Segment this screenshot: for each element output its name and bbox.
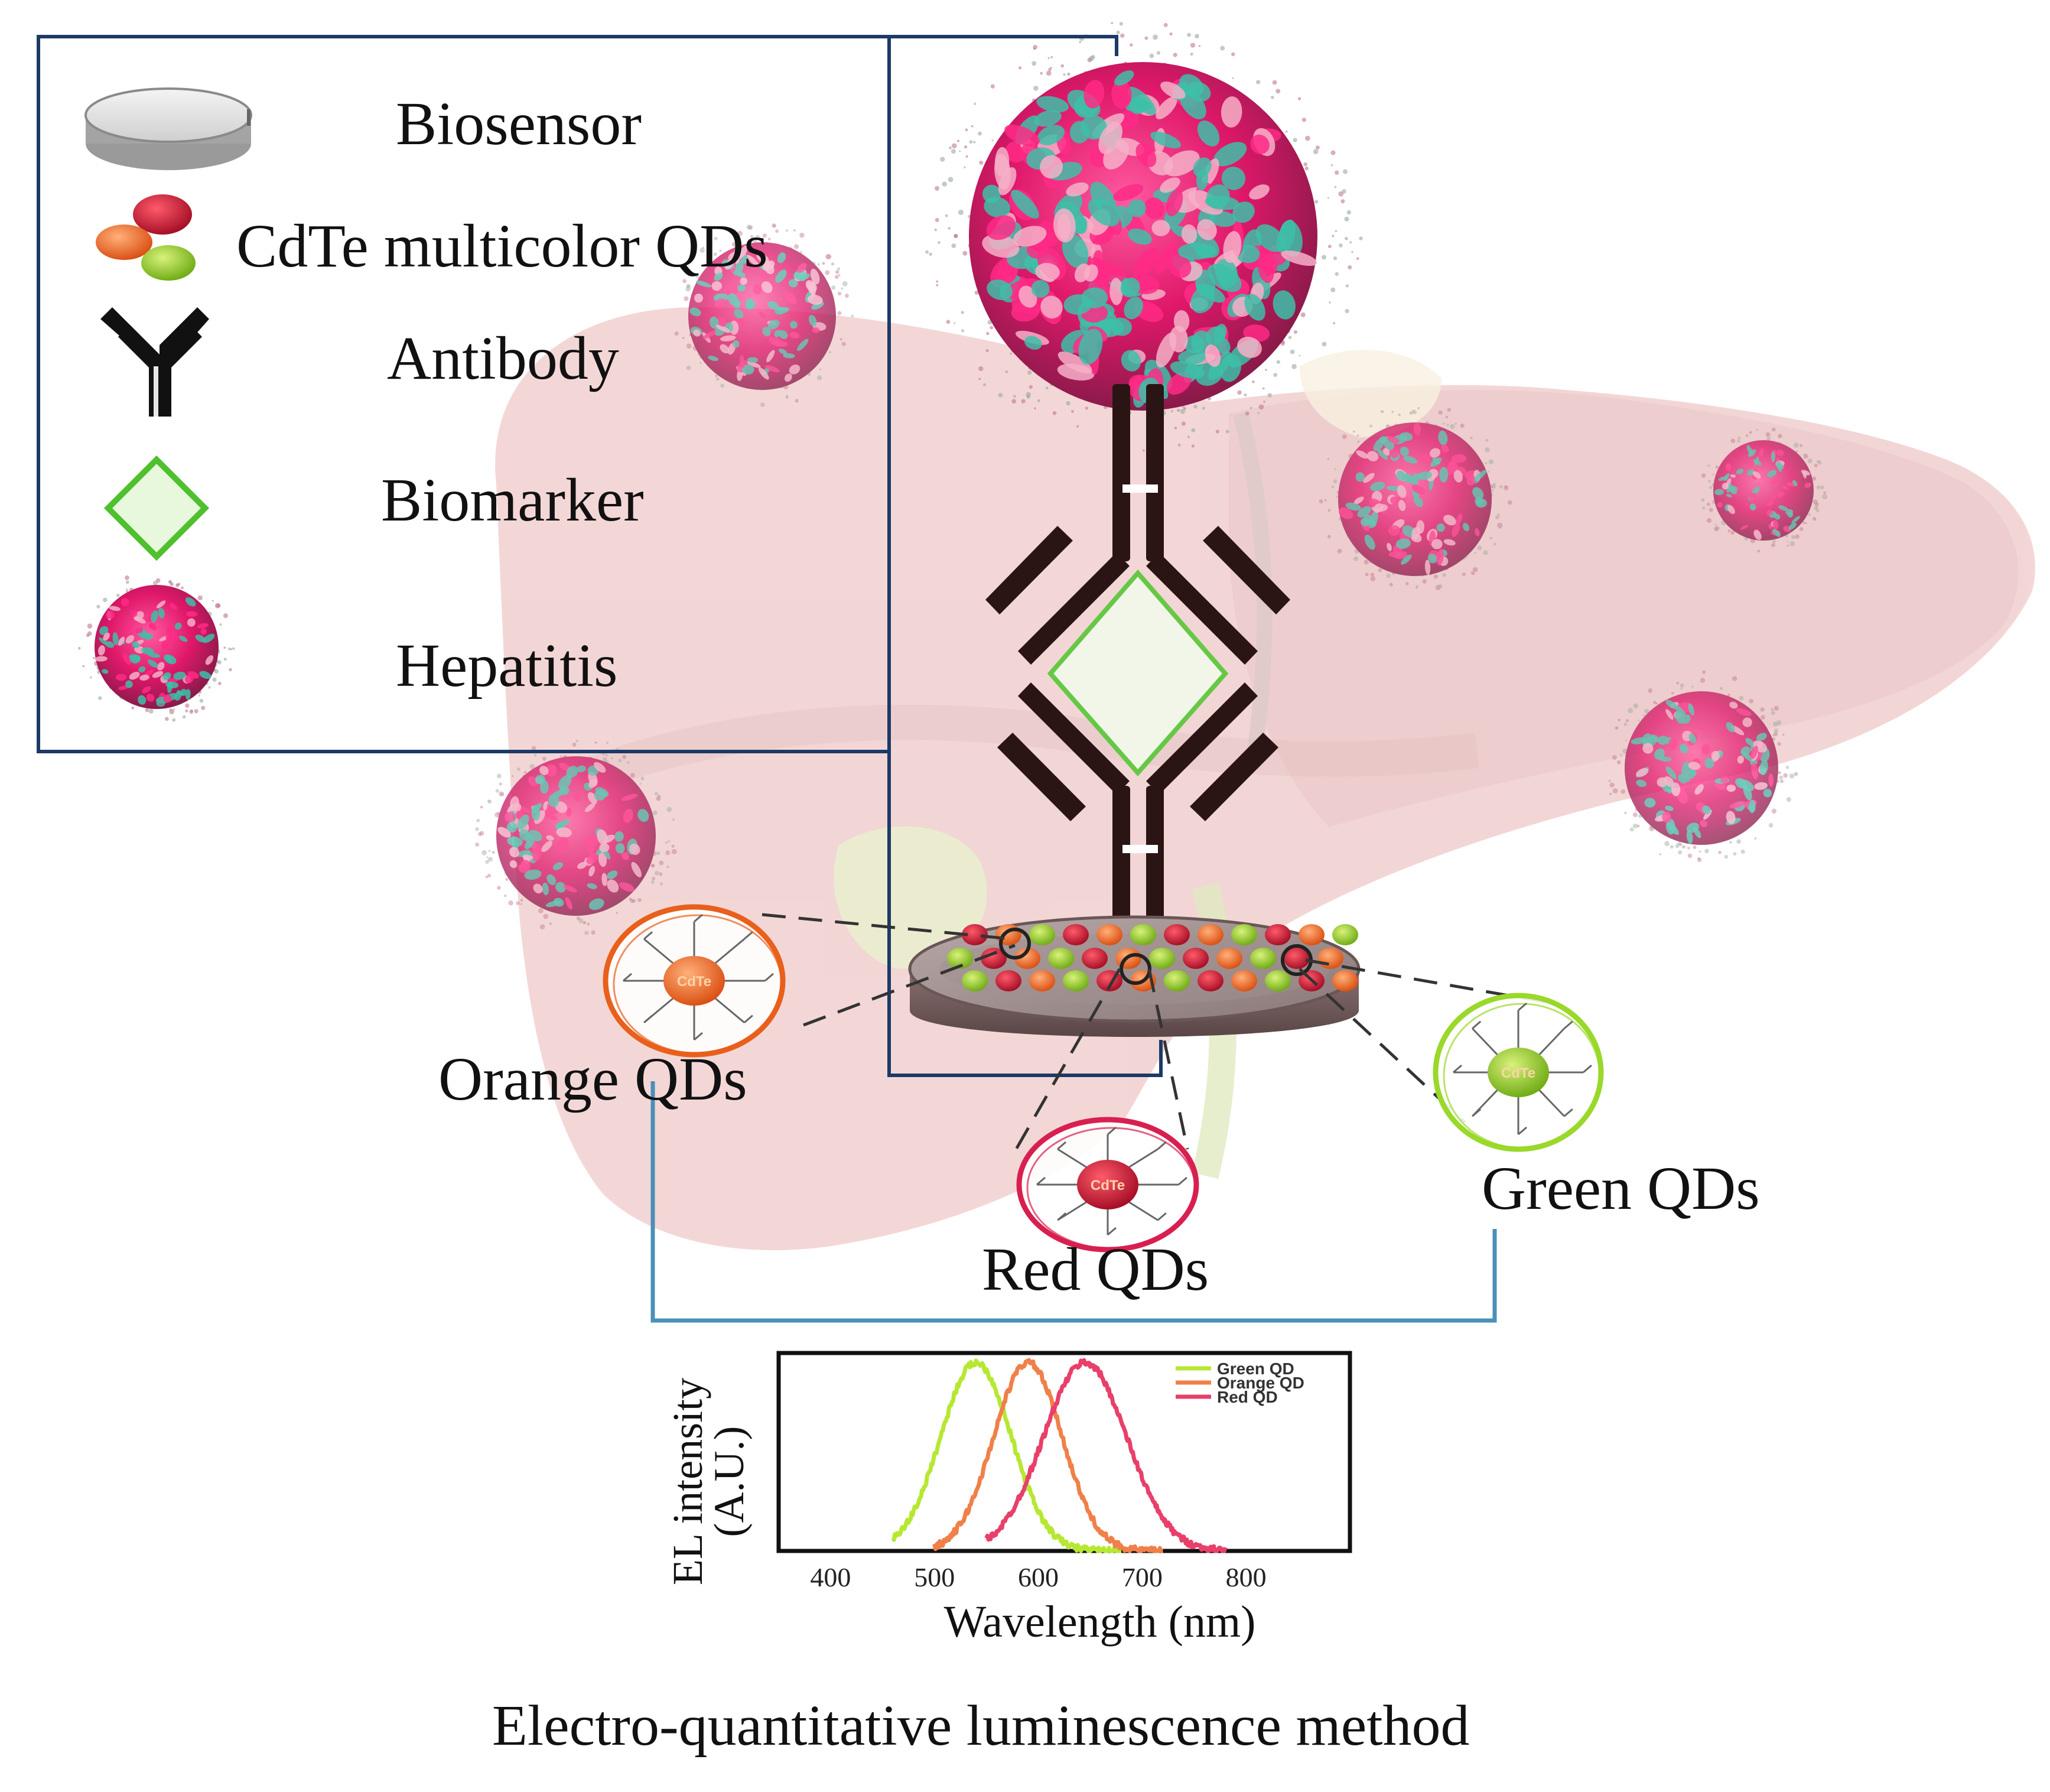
chart-legend-item-2: Orange QD xyxy=(1176,1374,1304,1392)
diagram-caption: Electro-quantitative luminescence method xyxy=(492,1694,1470,1758)
disc-qd xyxy=(1063,970,1089,991)
disc-qd xyxy=(1164,970,1190,991)
disc-qd xyxy=(1198,970,1224,991)
hepatitis-virus-legend xyxy=(78,575,235,722)
disc-qd xyxy=(947,948,973,969)
hepatitis-virus-bg-5 xyxy=(475,740,677,935)
green-qd-callout-particle-label: CdTe xyxy=(1501,1065,1535,1081)
disc-qd xyxy=(995,970,1021,991)
x-tick-label-700: 700 xyxy=(1122,1562,1163,1592)
legend-label-biomarker: Biomarker xyxy=(381,466,644,534)
green-qd-callout: CdTe xyxy=(1433,993,1604,1152)
multicolor-qd-icon xyxy=(96,194,196,281)
disc-qd xyxy=(1265,970,1291,991)
hepatitis-virus-bg-2 xyxy=(1319,407,1512,590)
red-qd-callout: CdTe xyxy=(1016,1117,1199,1253)
chart-legend-item-3: Red QD xyxy=(1176,1388,1278,1406)
hepatitis-virus-main xyxy=(925,22,1363,454)
x-tick-label-800: 800 xyxy=(1226,1562,1267,1592)
orange-qds-label: Orange QDs xyxy=(438,1045,747,1113)
frame-lines xyxy=(37,35,1163,1077)
center-frame xyxy=(887,35,1163,1077)
svg-text:Orange QD: Orange QD xyxy=(1217,1374,1304,1392)
disc-qd xyxy=(962,924,988,945)
svg-text:Red QD: Red QD xyxy=(1217,1388,1278,1406)
disc-qd xyxy=(1149,948,1175,969)
y-axis-label: EL intensity(A.U.) xyxy=(664,1378,753,1585)
biosensor-disc-icon xyxy=(84,87,252,170)
green-qds-label: Green QDs xyxy=(1482,1154,1760,1222)
disc-qd xyxy=(1063,924,1089,945)
svg-text:Green QD: Green QD xyxy=(1217,1360,1294,1378)
liver-fold-highlight xyxy=(1300,350,1441,437)
disc-qd xyxy=(1332,924,1358,945)
series-orange-qd xyxy=(932,1358,1164,1553)
y-axis-label-line-1: EL intensity xyxy=(664,1378,711,1585)
disc-qd xyxy=(1231,924,1257,945)
disc-qd xyxy=(1265,924,1291,945)
disc-qd xyxy=(1164,924,1190,945)
orange-qd-callout: CdTe xyxy=(603,904,786,1058)
hepatitis-virus-icon xyxy=(78,575,235,722)
chart-bracket xyxy=(650,1081,1497,1323)
disc-qd xyxy=(1183,948,1209,969)
callout-lines xyxy=(762,913,1560,1150)
x-tick-label-600: 600 xyxy=(1018,1562,1059,1592)
orange-qd-callout-particle-label: CdTe xyxy=(677,974,711,990)
disc-qd xyxy=(981,948,1007,969)
red-qds-label: Red QDs xyxy=(982,1235,1209,1303)
x-tick-label-500: 500 xyxy=(914,1562,955,1592)
disc-qd xyxy=(1198,924,1224,945)
disc-qd xyxy=(1250,948,1276,969)
liver-right-lobe xyxy=(495,307,2035,1250)
legend-label-antibody: Antibody xyxy=(387,324,619,392)
disc-qd xyxy=(1082,948,1108,969)
antibody-sandwich xyxy=(985,384,1290,963)
disc-qd xyxy=(1048,948,1074,969)
disc-qd xyxy=(1014,948,1040,969)
biomarker-diamond xyxy=(1047,569,1229,777)
y-axis-label-line-2: (A.U.) xyxy=(705,1426,753,1537)
disc-qd xyxy=(1096,924,1122,945)
series-green-qd xyxy=(891,1358,1122,1553)
red-qd-callout-particle-label: CdTe xyxy=(1091,1178,1125,1193)
legend-label-hepatitis: Hepatitis xyxy=(396,632,618,700)
antibody-icon xyxy=(100,307,209,419)
disc-qd xyxy=(1317,948,1343,969)
hepatitis-virus-bg-3 xyxy=(1701,427,1828,553)
disc-qd xyxy=(1284,948,1310,969)
legend-label-qds: CdTe multicolor QDs xyxy=(236,212,768,280)
disc-qd xyxy=(1231,970,1257,991)
x-tick-label-400: 400 xyxy=(810,1562,851,1592)
biomarker-diamond-icon xyxy=(103,455,210,561)
hepatitis-virus-large xyxy=(925,22,1363,454)
legend-label-biosensor: Biosensor xyxy=(396,90,642,158)
x-axis-label: Wavelength (nm) xyxy=(944,1597,1256,1647)
disc-qd xyxy=(1332,970,1358,991)
disc-qd xyxy=(962,970,988,991)
disc-qd xyxy=(1130,924,1156,945)
disc-qd xyxy=(1299,924,1325,945)
hepatitis-virus-bg-4 xyxy=(1608,670,1798,863)
disc-qd xyxy=(1216,948,1242,969)
disc-qd xyxy=(1029,924,1055,945)
disc-qd xyxy=(1029,970,1055,991)
background-viruses xyxy=(475,223,1828,935)
hepatitis-virus-bg-1 xyxy=(674,223,854,407)
highlight-orange-qd xyxy=(999,928,1031,960)
chart-legend-item-1: Green QD xyxy=(1176,1360,1294,1378)
series-red-qd xyxy=(984,1358,1228,1553)
